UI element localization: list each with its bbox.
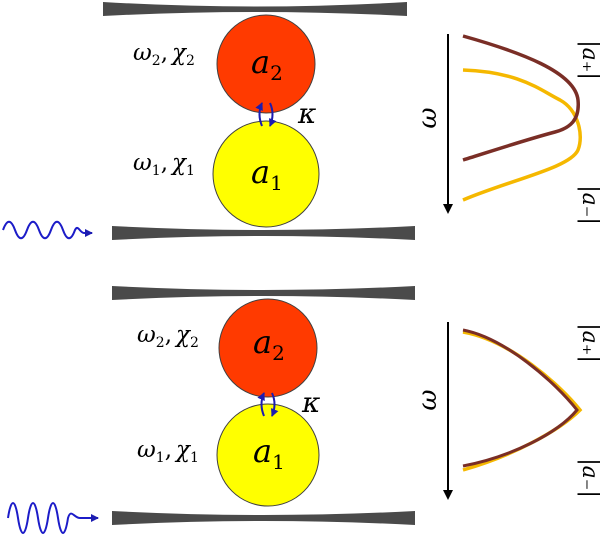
resonator-2-circle bbox=[216, 14, 316, 114]
curve-a-plus-label: |a₊| bbox=[577, 40, 602, 80]
mirror-bottom bbox=[112, 511, 415, 525]
curve-a-plus-label: |a₊| bbox=[577, 323, 602, 363]
coupling-kappa-label: κ bbox=[301, 386, 320, 419]
frequency-axis-label: ω bbox=[413, 389, 443, 410]
curve-a-minus bbox=[462, 68, 582, 202]
mirror-top bbox=[103, 2, 407, 16]
drive-wave-strong bbox=[7, 502, 81, 534]
mode-a2-label: a2 bbox=[251, 43, 283, 85]
mode-a1-label: a1 bbox=[251, 153, 283, 195]
coupling-arrows bbox=[255, 102, 277, 127]
coupling-arrows bbox=[257, 392, 279, 417]
panel-bottom: a2 a1 ω2,χ2 ω1,χ1 κ ω |a₊| |a₋| bbox=[7, 286, 602, 534]
params-2-label: ω2,χ2 bbox=[133, 40, 195, 69]
params-1-label: ω1,χ1 bbox=[133, 150, 195, 179]
panel-top: a2 a1 ω2,χ2 ω1,χ1 κ ω |a₊| |a₋| bbox=[2, 2, 602, 240]
curve-a-plus bbox=[462, 328, 579, 468]
coupling-kappa-label: κ bbox=[297, 97, 316, 130]
frequency-axis-label: ω bbox=[413, 107, 443, 128]
resonator-1-circle bbox=[212, 120, 320, 228]
params-1-label: ω1,χ1 bbox=[137, 437, 199, 466]
curve-a-minus-label: |a₋| bbox=[577, 185, 602, 225]
params-2-label: ω2,χ2 bbox=[137, 322, 199, 351]
curve-a-minus-label: |a₋| bbox=[577, 458, 602, 498]
resonator-1-circle bbox=[216, 403, 320, 507]
curve-a-plus bbox=[462, 34, 580, 162]
mirror-bottom bbox=[112, 226, 415, 240]
mode-a2-label: a2 bbox=[253, 323, 285, 365]
mirror-top bbox=[112, 286, 415, 300]
mode-a1-label: a1 bbox=[253, 432, 285, 474]
drive-wave-weak bbox=[2, 220, 85, 240]
resonator-2-circle bbox=[218, 298, 318, 398]
